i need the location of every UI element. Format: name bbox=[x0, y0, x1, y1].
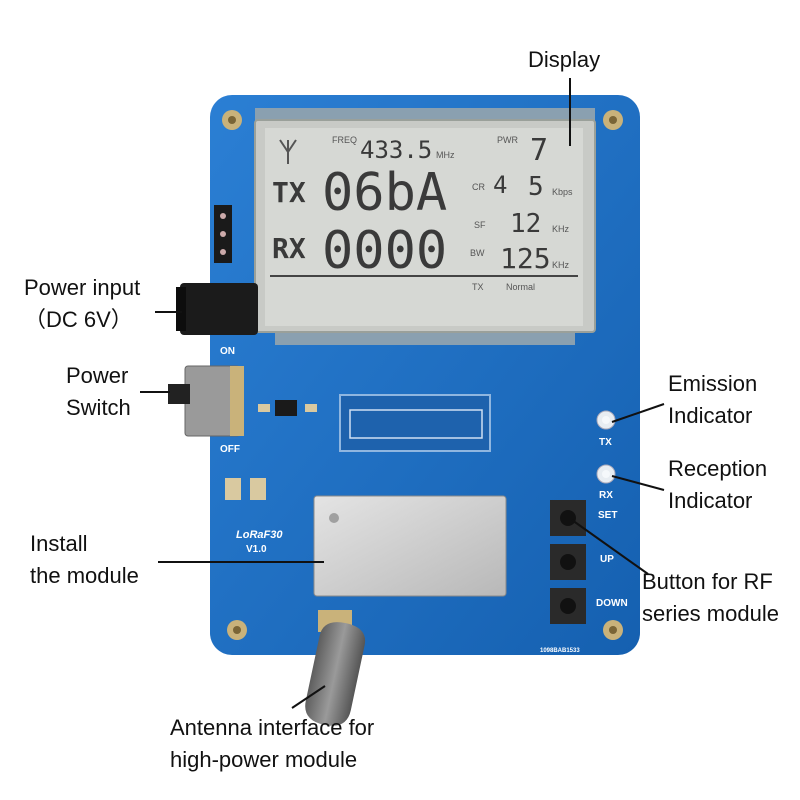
leader-lines bbox=[140, 78, 665, 709]
power-switch bbox=[168, 365, 244, 437]
lcd-freq-unit: MHz bbox=[436, 150, 455, 160]
label-button-rf: Button for RF series module bbox=[642, 569, 779, 626]
serial-number: 1098BAB1533 bbox=[540, 648, 580, 654]
board-name: LoRaF30 bbox=[236, 529, 283, 541]
lcd-pwr-value: 7 bbox=[530, 133, 548, 168]
lcd-display: FREQ 433.5 MHz PWR 7 TX 06bA CR 4 5 Kbps… bbox=[254, 108, 596, 345]
mounting-holes bbox=[222, 110, 623, 640]
switch-on-label: ON bbox=[220, 346, 235, 357]
smd-components bbox=[225, 400, 317, 500]
lcd-cr-value1: 4 bbox=[493, 171, 507, 199]
down-label: DOWN bbox=[596, 598, 628, 609]
lcd-bottom-tx: TX bbox=[472, 282, 484, 292]
up-label: UP bbox=[600, 554, 614, 565]
lcd-bottom-normal: Normal bbox=[506, 282, 535, 292]
lcd-tx-label: TX bbox=[272, 176, 306, 209]
tx-led-label: TX bbox=[599, 437, 612, 448]
label-antenna-interface: Antenna interface for high-power module bbox=[170, 715, 375, 772]
lcd-cr-unit: Kbps bbox=[552, 187, 573, 197]
label-install-module: Install the module bbox=[30, 531, 139, 588]
lcd-bw-label: BW bbox=[470, 248, 485, 258]
button-set bbox=[550, 500, 586, 536]
tx-led bbox=[596, 410, 616, 430]
pin-header bbox=[214, 205, 232, 263]
button-up bbox=[550, 544, 586, 580]
lcd-sf-unit: KHz bbox=[552, 224, 570, 234]
label-display: Display bbox=[528, 47, 601, 72]
switch-off-label: OFF bbox=[220, 444, 240, 455]
label-power-input: Power input （DC 6V） bbox=[24, 275, 141, 332]
dc-power-jack bbox=[176, 283, 258, 335]
lcd-sf-value: 12 bbox=[510, 209, 541, 239]
lcd-bw-value: 125 bbox=[500, 242, 551, 275]
lcd-tx-value: 06bA bbox=[322, 163, 447, 223]
lcd-freq-value: 433.5 bbox=[360, 136, 432, 164]
label-emission-indicator: Emission Indicator bbox=[668, 371, 758, 428]
label-reception-indicator: Reception Indicator bbox=[668, 456, 768, 513]
button-down bbox=[550, 588, 586, 624]
label-power-switch: Power Switch bbox=[66, 363, 131, 420]
set-label: SET bbox=[598, 510, 617, 521]
dip-socket bbox=[339, 394, 491, 452]
lcd-bw-unit: KHz bbox=[552, 260, 570, 270]
rx-led bbox=[596, 464, 616, 484]
board-version: V1.0 bbox=[246, 544, 267, 555]
lcd-cr-label: CR bbox=[472, 182, 485, 192]
antenna bbox=[305, 610, 366, 726]
antenna-signal-icon bbox=[279, 139, 297, 164]
rf-module bbox=[313, 495, 507, 597]
lcd-freq-label: FREQ bbox=[332, 135, 357, 145]
lcd-rx-label: RX bbox=[272, 232, 306, 265]
lcd-sf-label: SF bbox=[474, 220, 486, 230]
lcd-cr-value2: 5 bbox=[528, 172, 544, 202]
rx-led-label: RX bbox=[599, 490, 613, 501]
lcd-rx-value: 0000 bbox=[322, 221, 447, 281]
lcd-pwr-label: PWR bbox=[497, 135, 518, 145]
